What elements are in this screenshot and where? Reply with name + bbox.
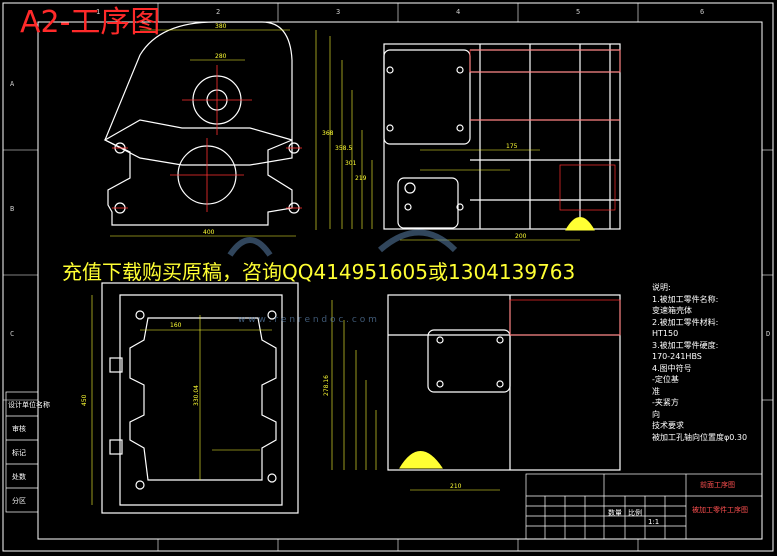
bottom-right-dims [331,300,500,491]
notes-line: -定位基 [652,375,679,384]
dim-top-left-inner: 280 [215,53,227,60]
dim-bot-right-w: 210 [450,483,462,490]
zone-top-4: 4 [456,8,461,16]
notes-line: 4.图中符号 [652,363,692,373]
notes-line: 准 [652,386,660,396]
dim-r4: 219 [355,175,367,182]
top-right-fixture-hatch [565,217,595,231]
download-banner: 充值下载购买原稿，咨询QQ414951605或1304139763 [62,260,576,284]
dim-bot-left-h1: 450 [81,394,88,406]
zone-ticks [3,3,773,551]
notes-heading: 说明: [652,283,671,292]
sheet-title: A2-工序图 [20,5,161,40]
dim-bot-left-h2: 330.04 [193,385,200,406]
zone-top-2: 2 [216,8,221,16]
zone-side-a: A [10,80,15,88]
bottom-right-view [387,294,621,471]
notes-line: 2.被加工零件材料: [652,317,719,327]
sheet-inner-border [37,21,763,540]
title-block-cell: 1:1 [648,518,660,526]
technical-notes: 说明: 1.被加工零件名称: 变速箱壳体 2.被加工零件材料: HT150 3.… [652,282,747,443]
side-block-label: 分区 [12,497,26,505]
bottom-right-hatch [509,299,621,336]
dim-r2: 358.5 [335,145,352,152]
notes-line: -夹紧方 [652,398,679,407]
zone-top-6: 6 [700,8,705,16]
notes-line: HT150 [652,329,679,338]
top-left-dims [110,29,317,237]
top-left-centerlines [112,65,302,212]
side-block-label: 标记 [12,449,26,457]
dim-r3: 301 [345,160,357,167]
top-right-hatch [469,49,621,211]
title-block-name-bottom: 被加工零件工序图 [692,506,748,514]
watermark-url: w w w . r e n r e n d o c . c o m [238,315,377,325]
bottom-left-dims [91,295,272,505]
dim-top-left-width: 380 [215,23,227,30]
top-left-view [103,21,300,226]
side-block-label: 处数 [12,473,26,481]
side-block [5,391,39,513]
title-block-cell: 数量 [608,509,622,517]
notes-line: 170-241HBS [652,352,702,361]
title-block [525,473,763,540]
dim-r1: 175 [506,143,518,150]
notes-line: 技术要求 [652,421,684,430]
notes-line: 被加工孔轴向位置度φ0.30 [652,432,748,442]
notes-line: 变速箱壳体 [652,306,692,315]
zone-side-b: B [10,205,15,213]
dim-r5: 200 [515,233,527,240]
title-block-cell: 比例 [628,509,642,517]
zone-top-1: 1 [96,8,101,16]
dim-top-left-bottom: 400 [203,229,215,236]
zone-top-5: 5 [576,8,581,16]
dim-bot-right-h: 278.16 [323,375,330,396]
zone-side-d: D [766,330,771,338]
bottom-right-fixture-hatch [399,451,443,469]
watermark-logo [227,229,458,257]
zone-side-c: C [10,330,15,338]
side-block-label: 设计单位名称 [8,401,50,409]
dim-right-top-height: 368 [322,130,334,137]
zone-top-3: 3 [336,8,341,16]
notes-line: 3.被加工零件硬度: [652,340,719,350]
bottom-left-view [101,282,299,514]
title-block-name-top: 前面工序图 [700,481,735,489]
dim-bot-left-w: 160 [170,322,182,329]
top-right-dims [329,36,580,241]
side-block-label: 审核 [12,425,26,433]
notes-line: 向 [652,409,660,419]
notes-line: 1.被加工零件名称: [652,294,719,304]
